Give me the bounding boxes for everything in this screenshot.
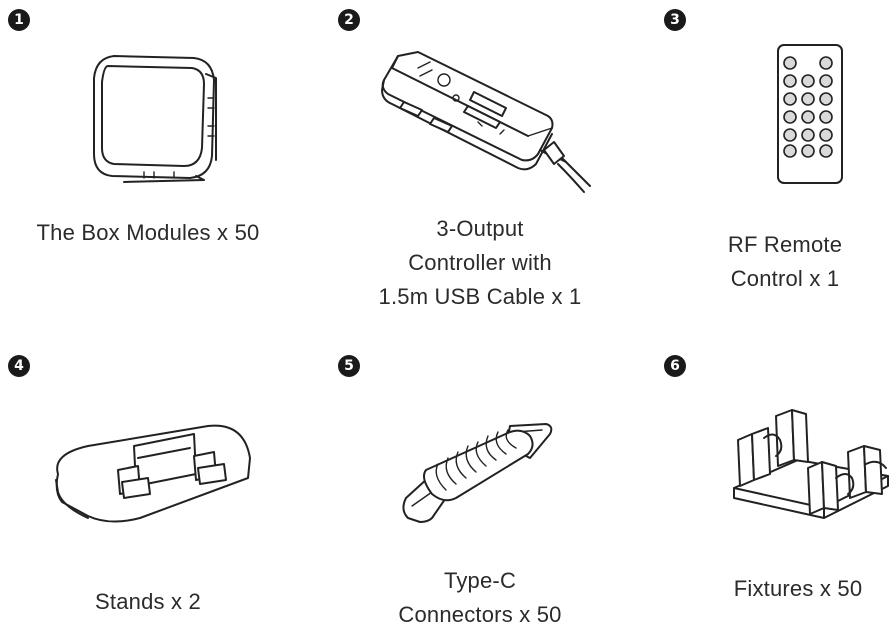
item-label: Stands x 2 [95, 589, 201, 614]
item-number-badge: 3 [664, 9, 686, 31]
item-label: Type-C Connectors x 50 [398, 568, 562, 627]
item-number-badge: 4 [8, 355, 30, 377]
item-number-badge: 2 [338, 9, 360, 31]
item-number-badge: 6 [664, 355, 686, 377]
controller-icon [381, 51, 591, 193]
item-number-badge: 5 [338, 355, 360, 377]
item-number-badge: 1 [8, 9, 30, 31]
box-module-icon [93, 55, 217, 183]
item-label: 3-Output Controller with 1.5m USB Cable … [378, 216, 582, 309]
remote-control-icon [777, 44, 843, 184]
item-label: RF Remote Control x 1 [727, 232, 843, 291]
item-label: Fixtures x 50 [733, 576, 863, 601]
type-c-connector-icon [402, 423, 553, 523]
stand-icon [55, 424, 251, 523]
fixture-icon [733, 409, 889, 519]
item-label: The Box Modules x 50 [36, 220, 260, 245]
